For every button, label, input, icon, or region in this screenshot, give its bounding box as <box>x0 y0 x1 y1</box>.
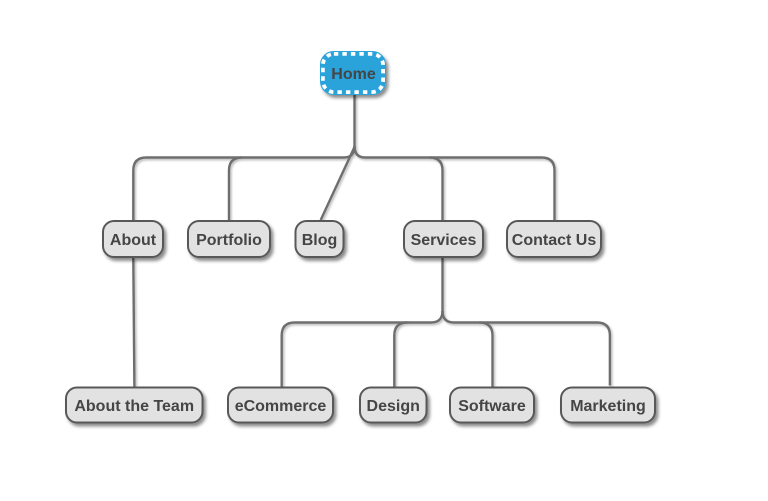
svg-text:Contact Us: Contact Us <box>512 232 597 249</box>
svg-text:Services: Services <box>411 232 477 249</box>
svg-text:Home: Home <box>331 66 376 83</box>
svg-text:eCommerce: eCommerce <box>235 398 327 415</box>
svg-text:Marketing: Marketing <box>570 398 646 415</box>
svg-text:Blog: Blog <box>302 232 338 249</box>
svg-text:Design: Design <box>367 398 420 415</box>
svg-text:Software: Software <box>458 398 526 415</box>
svg-text:About the Team: About the Team <box>74 398 194 415</box>
svg-text:Portfolio: Portfolio <box>196 232 262 249</box>
svg-text:About: About <box>110 232 157 249</box>
